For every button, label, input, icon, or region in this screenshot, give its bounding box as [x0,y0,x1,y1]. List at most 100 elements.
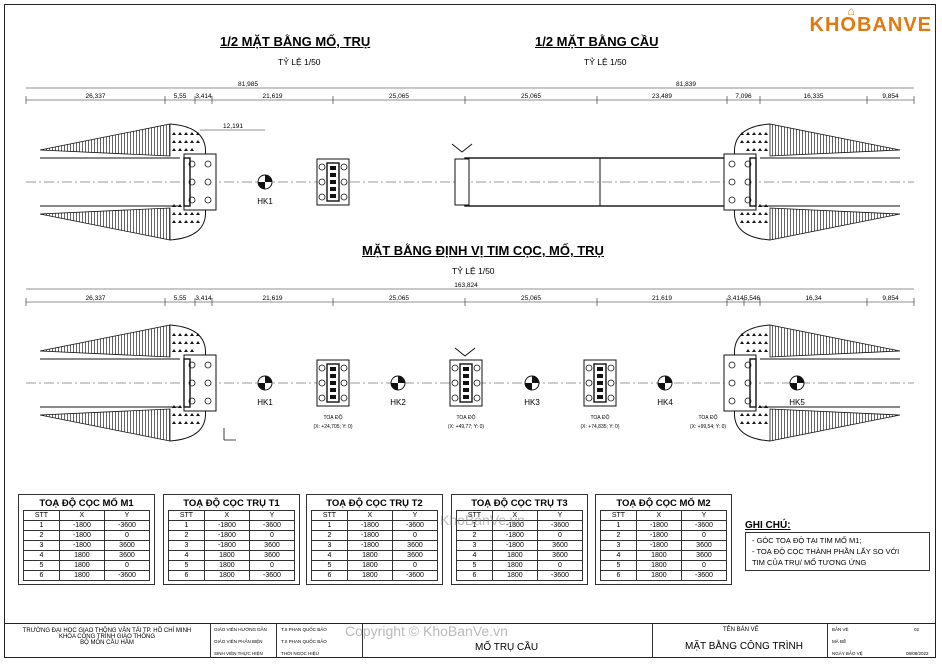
riprap-mark [172,212,176,215]
table-cell: 1800 [58,550,105,561]
table-cell: 0 [680,530,728,541]
bearing-mark [463,367,469,371]
riprap-mark [752,413,756,416]
pile-circle [188,379,196,387]
table-cell: -3600 [536,520,584,531]
table-cell: 5 [23,560,60,571]
sheet-label: BẢN VẼ [832,627,849,632]
riprap-mark [758,421,762,424]
school-cell: TRƯỜNG ĐẠI HỌC GIAO THÔNG VẬN TẢI TP. HỒ… [4,624,211,658]
table-cell: 3600 [536,550,584,561]
riprap-mark [752,220,756,223]
table-cell: -3600 [248,570,296,581]
table-cell: 5 [600,560,637,571]
pile-circle [744,379,752,387]
notes-heading: GHI CHÚ: [745,520,791,531]
riprap-mark [178,421,182,424]
riprap-mark [178,333,182,336]
bearing-mark [463,381,469,385]
riprap-mark [190,148,194,151]
table-cell: 6 [600,570,637,581]
pile-circle [204,196,212,204]
table-cell: 2 [600,530,637,541]
bearing-mark [597,381,603,385]
riprap-mark [740,333,744,336]
table-cell: 1 [600,520,637,531]
table-cell: 3 [311,540,348,551]
table-cell: -1800 [491,540,538,551]
riprap-mark [758,405,762,408]
dimension-label: 5,55 [174,295,187,302]
dimension-label: 25,065 [521,295,541,302]
borehole-label: HK1 [257,197,273,206]
riprap-mark [764,413,768,416]
borehole-fill [790,383,797,390]
riprap-mark [172,333,176,336]
riprap-mark [190,140,194,143]
table-cell: 6 [23,570,60,581]
riprap-mark [178,140,182,143]
wing-wall [769,207,901,241]
dimension-label: 3,414 [195,93,212,100]
borehole-fill [658,383,665,390]
name-student: THỜI NGỌC HIỆU [281,651,319,656]
scale-right: TỶ LỆ 1/50 [584,57,627,67]
project-cell: MỐ TRỤ CẦU [363,624,653,658]
table-cell: 1800 [203,560,250,571]
table-title: TOẠ ĐỘ CỌC TRỤ T1 [183,498,280,509]
table-cell: 1800 [203,550,250,561]
table-cell: 3600 [103,540,151,551]
note-line: - TOẠ ĐỘ CỌC THÀNH PHẦN LẤY SO VỚI [752,547,900,556]
pile-circle [728,160,736,168]
bearing-mark [597,367,603,371]
pile-circle [340,193,348,201]
riprap-mark [196,220,200,223]
bearing-mark [597,388,603,392]
table-cell: -3600 [391,520,439,531]
dimension-label: 25,065 [389,93,409,100]
riprap-mark [196,333,200,336]
pile-circle [728,397,736,405]
table-cell: 1800 [491,550,538,561]
riprap-mark [752,212,756,215]
table-cell: 3600 [680,550,728,561]
slope-cone [169,123,207,159]
title-block: TRƯỜNG ĐẠI HỌC GIAO THÔNG VẬN TẢI TP. HỒ… [4,623,936,658]
table-cell: -3600 [248,520,296,531]
slope-cone [733,123,771,159]
table-cell: 0 [248,560,296,571]
pile-circle [451,394,459,402]
table-cell: -1800 [491,530,538,541]
pile-circle [473,394,481,402]
bearing-mark [330,381,336,385]
title-half-bridge-plan: 1/2 MẶT BẰNG CẦU [535,34,659,49]
riprap-mark [746,132,750,135]
drawing-name-label: TÊN BẢN VẼ [723,627,759,633]
defense-date: 08/08/2022 [906,651,929,656]
pile-circle [473,379,481,387]
borehole-fill [265,175,272,182]
table-cell: 1800 [635,560,682,571]
pile-circle [188,361,196,369]
dimension-label: 16,335 [804,93,824,100]
abutment-backwall [183,358,191,408]
pile-circle [607,379,615,387]
pile-circle [340,364,348,372]
riprap-mark [172,148,176,151]
riprap-mark [746,421,750,424]
table-cell: -1800 [58,520,105,531]
school-name: TRƯỜNG ĐẠI HỌC GIAO THÔNG VẬN TẢI TP. HỒ… [22,628,192,634]
pile-circle [451,364,459,372]
riprap-mark [178,204,182,207]
note-line: TIM CỦA TRỤ/ MỐ TƯƠNG ỨNG [752,558,867,567]
borehole-fill [265,376,272,383]
wing-wall [769,408,901,442]
